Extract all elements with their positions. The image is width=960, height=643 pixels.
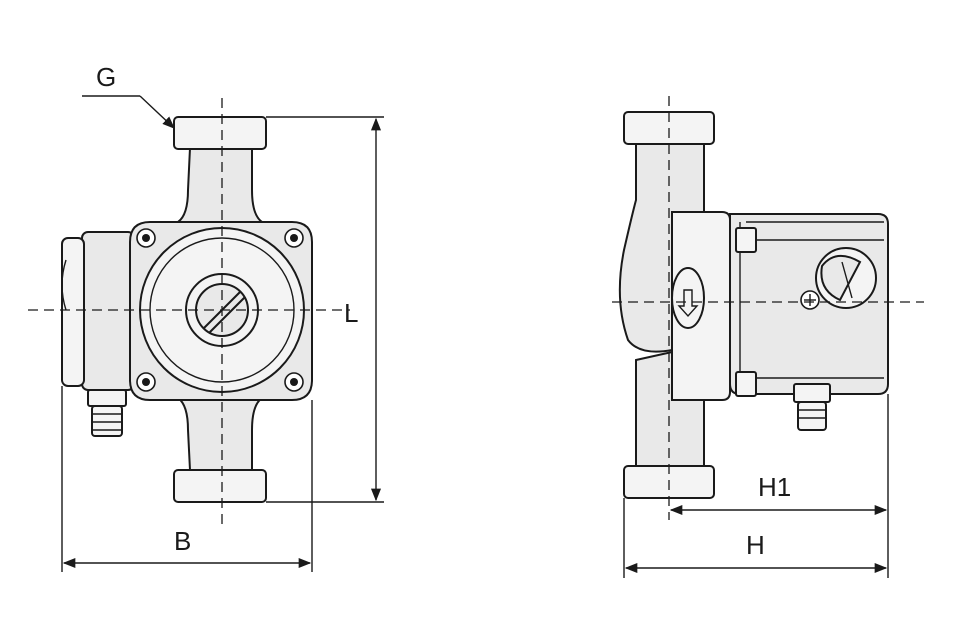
- terminal-box: [81, 231, 135, 391]
- flow-direction-window: [671, 267, 705, 329]
- dimension-g: G: [82, 62, 175, 129]
- front-bottom-pipe: [174, 397, 266, 471]
- front-top-pipe: [174, 147, 266, 223]
- front-view: [28, 98, 350, 530]
- speed-selector-knob: [815, 247, 877, 309]
- side-view: [612, 96, 924, 520]
- vent-screw: [800, 290, 820, 310]
- label-l: L: [344, 298, 358, 328]
- front-top-flange: [173, 116, 267, 150]
- label-h1: H1: [758, 472, 791, 502]
- side-cable-gland: [793, 383, 831, 403]
- dimension-h: H: [623, 498, 889, 578]
- label-g: G: [96, 62, 116, 92]
- dimension-b: B: [61, 386, 313, 572]
- front-cable-gland: [87, 389, 127, 407]
- side-volute: [618, 143, 705, 353]
- terminal-cover: [61, 237, 85, 387]
- label-h: H: [746, 530, 765, 560]
- flow-arrow-icon: [677, 289, 699, 318]
- housing-bolts: [136, 228, 304, 392]
- dimension-l: L: [266, 116, 384, 503]
- front-bottom-flange: [173, 469, 267, 503]
- dimension-h1: H1: [669, 394, 889, 520]
- label-b: B: [174, 526, 191, 556]
